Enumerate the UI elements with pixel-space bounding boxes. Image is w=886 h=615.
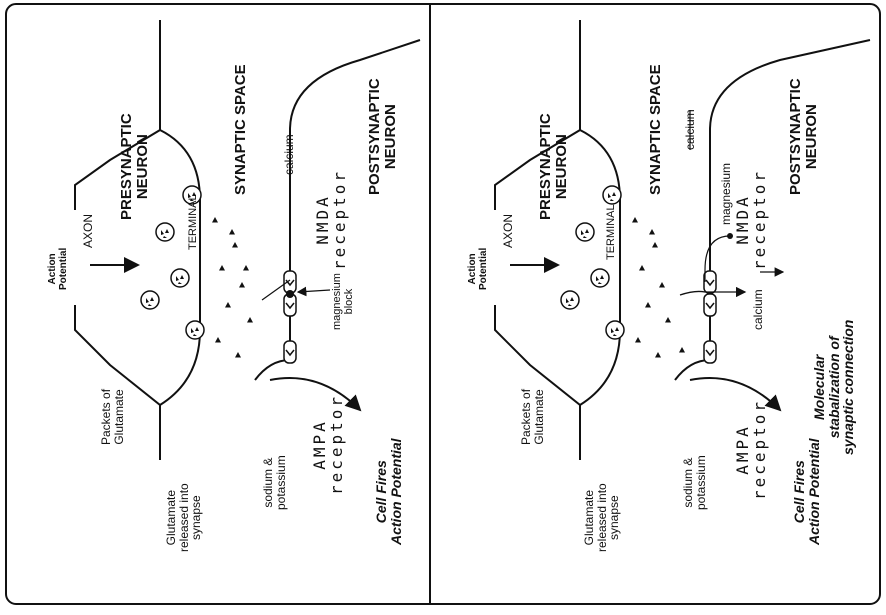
magnesium-label: magnesium — [720, 163, 733, 225]
sodium-potassium-label: sodium &potassium — [262, 455, 287, 510]
calcium-bottom-label: calcium — [752, 289, 765, 330]
axon-label: AXON — [82, 214, 95, 248]
sodium-potassium-label-right: sodium &potassium — [682, 455, 707, 510]
calcium-label: calcium — [283, 134, 296, 175]
terminal-label: TERMINAL — [188, 194, 200, 250]
terminal-label-right: TERMINAL — [606, 204, 618, 260]
calcium-top-label: calcium — [684, 109, 697, 150]
outer-frame — [6, 4, 880, 604]
synaptic-space-label: SYNAPTIC SPACE — [233, 64, 249, 195]
synaptic-space-label-right: SYNAPTIC SPACE — [648, 64, 664, 195]
axon-label-right: AXON — [502, 214, 515, 248]
